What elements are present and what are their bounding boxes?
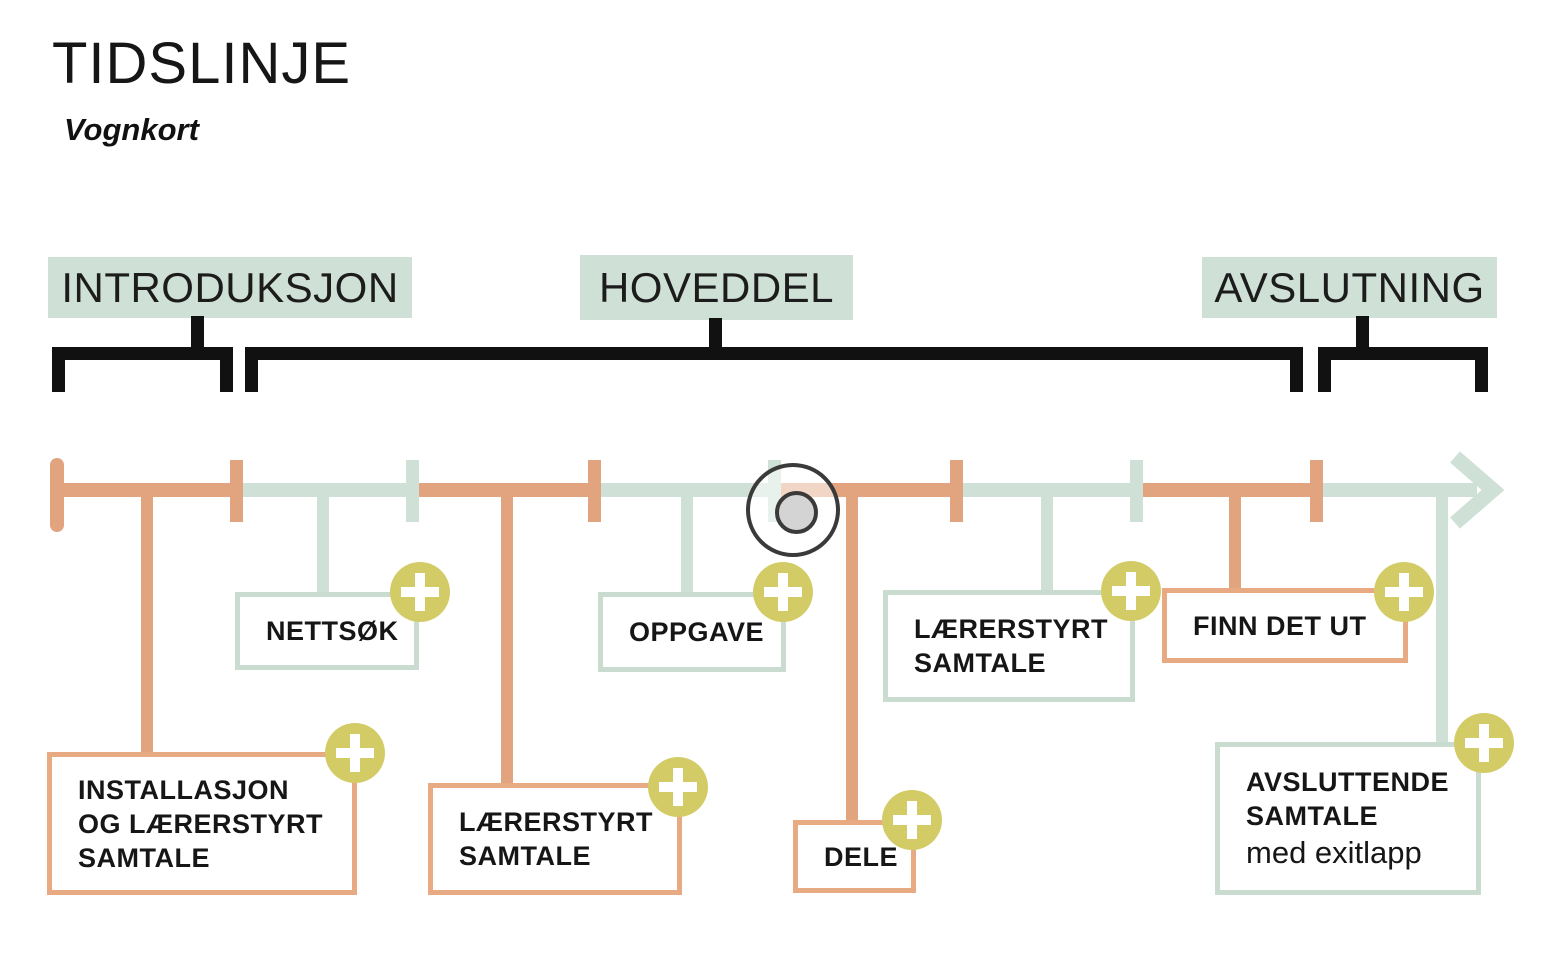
add-button-avsluttende-samtale[interactable] [1454, 713, 1514, 773]
connector-line [1041, 490, 1053, 590]
card-label: INSTALLASJON [78, 774, 290, 805]
add-button-installasjon[interactable] [325, 723, 385, 783]
card-label: NETTSØK [266, 616, 399, 646]
card-label: SAMTALE [78, 842, 210, 873]
timeline-segment [595, 483, 775, 497]
card-dele[interactable]: DELE [793, 820, 916, 893]
card-laererstyrt-samtale-2[interactable]: LÆRERSTYRT SAMTALE [428, 783, 682, 895]
card-label: AVSLUTTENDE [1246, 766, 1450, 797]
timeline-segment [1317, 483, 1477, 497]
add-button-dele[interactable] [882, 790, 942, 850]
connector-line [681, 490, 693, 592]
cursor-dot-icon [775, 491, 818, 534]
connector-line [317, 490, 329, 592]
bracket-hoveddel [245, 347, 1303, 392]
bracket-introduksjon [52, 347, 233, 392]
connector-line [846, 490, 858, 820]
card-label: DELE [824, 841, 899, 872]
card-finn-det-ut[interactable]: FINN DET UT [1162, 588, 1408, 663]
page-subtitle: Vognkort [64, 112, 199, 147]
card-label: LÆRERSTYRT [459, 807, 653, 837]
connector-line [1229, 490, 1241, 588]
card-label: OG LÆRERSTYRT [78, 808, 324, 839]
plus-icon [1101, 561, 1161, 621]
click-indicator-icon [746, 463, 840, 557]
connector-line [501, 490, 513, 783]
card-label: FINN DET UT [1193, 610, 1367, 641]
card-label: SAMTALE [459, 841, 591, 871]
card-oppgave[interactable]: OPPGAVE [598, 592, 786, 672]
plus-icon [1374, 562, 1434, 622]
phase-label-hoveddel: HOVEDDEL [580, 255, 853, 320]
plus-icon [882, 790, 942, 850]
plus-icon [753, 562, 813, 622]
phase-label-introduksjon: INTRODUKSJON [48, 257, 412, 318]
card-installasjon-og-laererstyrt-samtale[interactable]: INSTALLASJON OG LÆRERSTYRT SAMTALE [47, 752, 357, 895]
card-avsluttende-samtale[interactable]: AVSLUTTENDE SAMTALE med exitlapp [1215, 742, 1481, 895]
card-laererstyrt-samtale-1[interactable]: LÆRERSTYRT SAMTALE [883, 590, 1135, 702]
timeline-tick [588, 460, 601, 522]
phase-label-avslutning: AVSLUTNING [1202, 257, 1497, 318]
timeline-tick [1310, 460, 1323, 522]
bracket-stem-avslutning [1356, 316, 1369, 354]
page-title: TIDSLINJE [52, 31, 352, 96]
card-label: OPPGAVE [629, 617, 765, 647]
plus-icon [390, 562, 450, 622]
plus-icon [648, 757, 708, 817]
timeline-tick [406, 460, 419, 522]
card-note: med exitlapp [1246, 834, 1422, 870]
bracket-stem-introduksjon [191, 316, 204, 354]
timeline-segment [237, 483, 413, 497]
bracket-stem-hoveddel [709, 318, 722, 354]
bracket-avslutning [1318, 347, 1488, 392]
timeline-segment [1137, 483, 1317, 497]
add-button-laererstyrt-samtale-2[interactable] [648, 757, 708, 817]
add-button-oppgave[interactable] [753, 562, 813, 622]
add-button-finn-det-ut[interactable] [1374, 562, 1434, 622]
timeline-segment [55, 483, 237, 497]
card-label: SAMTALE [914, 648, 1046, 678]
timeline-segment [957, 483, 1137, 497]
card-label: LÆRERSTYRT [914, 614, 1108, 644]
card-label: SAMTALE [1246, 800, 1378, 831]
plus-icon [1454, 713, 1514, 773]
connector-line [1436, 490, 1448, 742]
timeline-tick [230, 460, 243, 522]
card-nettsok[interactable]: NETTSØK [235, 592, 419, 670]
add-button-laererstyrt-samtale-1[interactable] [1101, 561, 1161, 621]
arrow-right-icon [1450, 451, 1505, 529]
timeline-segment [413, 483, 595, 497]
plus-icon [325, 723, 385, 783]
timeline-tick [950, 460, 963, 522]
connector-line [141, 490, 153, 752]
timeline-tick [1130, 460, 1143, 522]
add-button-nettsok[interactable] [390, 562, 450, 622]
